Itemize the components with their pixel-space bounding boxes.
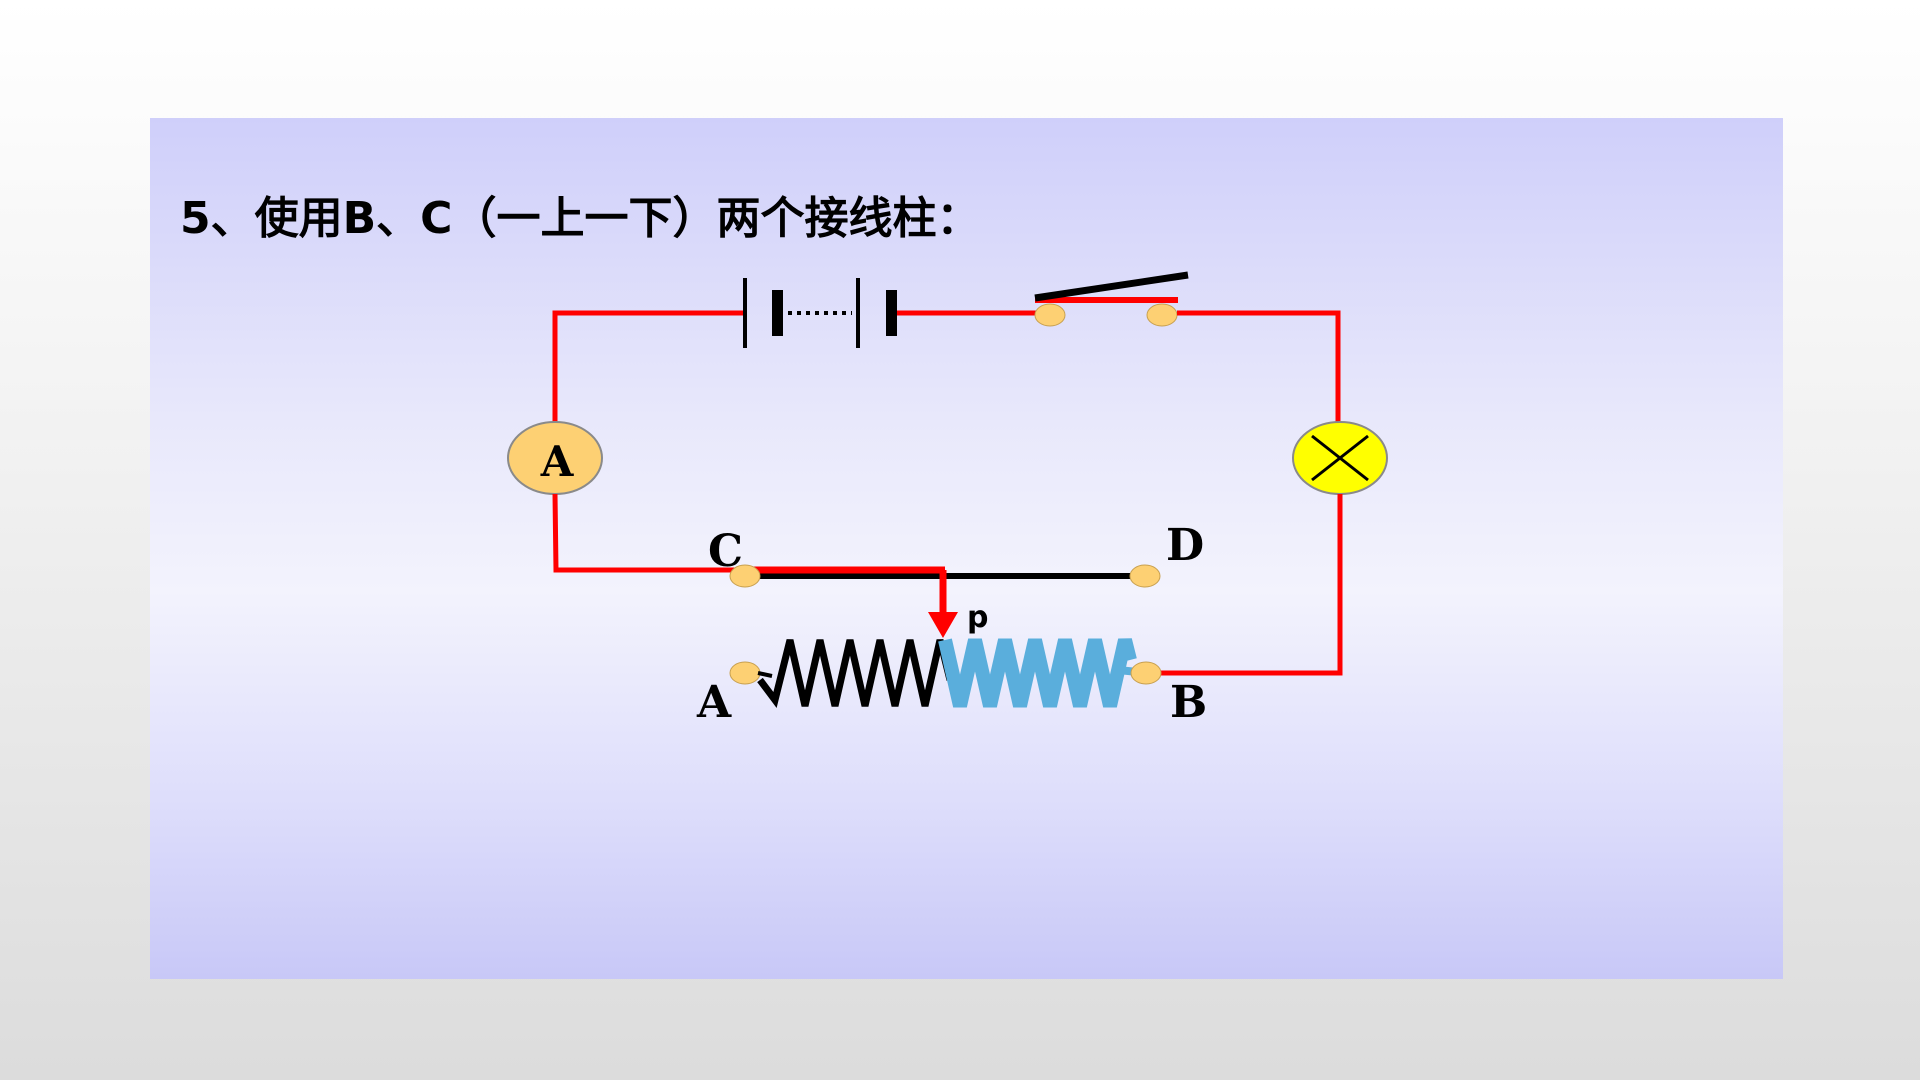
terminal-a-post — [729, 661, 761, 685]
wire-a-stub — [757, 671, 773, 678]
slide-background — [150, 118, 1783, 979]
terminal-b-post — [1130, 661, 1162, 685]
terminal-d-label: D — [1166, 520, 1204, 571]
wire-top-right — [1177, 310, 1341, 425]
ammeter-icon: A — [507, 421, 603, 495]
switch-icon — [1034, 271, 1189, 327]
terminal-b-label: B — [1170, 677, 1207, 728]
terminal-c-label: C — [708, 526, 743, 577]
wire-top-left — [552, 310, 745, 445]
battery-icon — [743, 278, 897, 348]
terminal-c-post — [729, 564, 761, 588]
coil-active — [938, 638, 1137, 708]
terminal-d-post — [1129, 564, 1161, 588]
slide-title: 5、使用B、C（一上一下）两个接线柱： — [180, 193, 981, 244]
lamp-icon — [1292, 421, 1388, 495]
terminal-a-label: A — [696, 677, 732, 728]
slider-pointer — [928, 570, 958, 638]
ammeter-label: A — [540, 437, 575, 486]
coil-unused — [757, 639, 954, 708]
wire-left — [552, 493, 745, 573]
wire-right — [1160, 494, 1343, 676]
slider-label: p — [967, 600, 988, 635]
